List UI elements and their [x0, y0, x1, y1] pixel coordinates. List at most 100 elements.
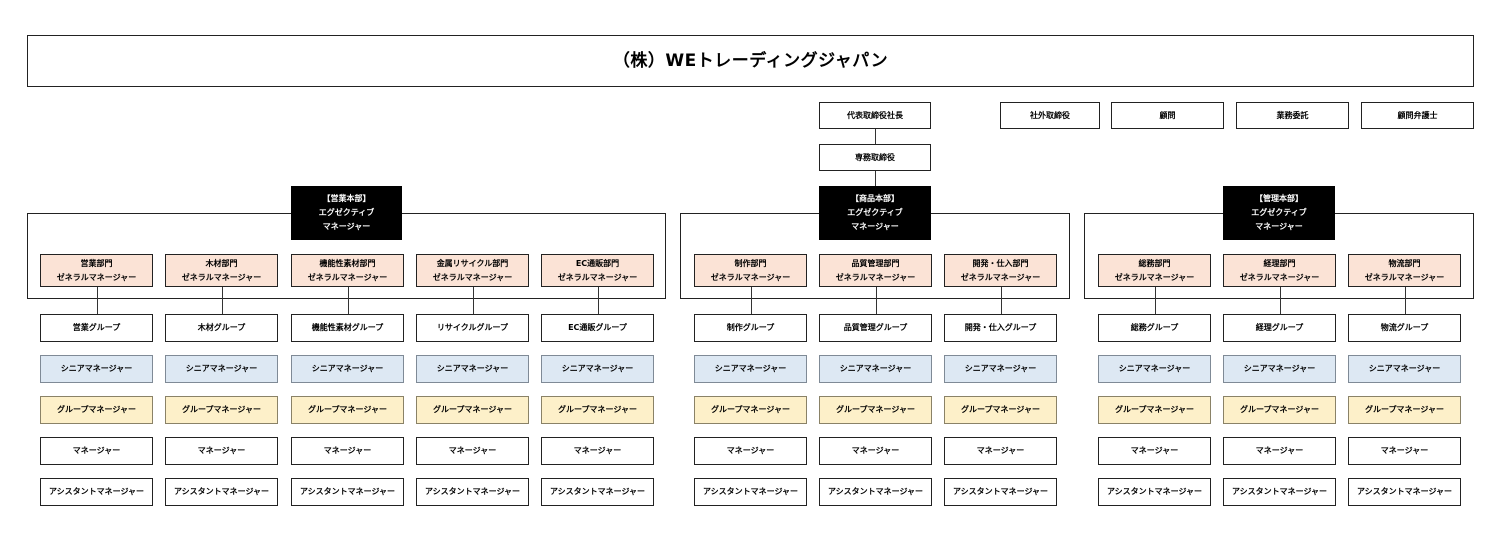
department-box: 金属リサイクル部門ゼネラルマネージャー [416, 254, 529, 287]
level-box-group-manager: グループマネージャー [291, 396, 404, 424]
department-gm: ゼネラルマネージャー [710, 272, 791, 282]
hq-role-line1: エグゼクティブ [1251, 208, 1307, 217]
hq-role-line1: エグゼクティブ [318, 208, 375, 217]
level-box-senior: シニアマネージャー [40, 355, 153, 383]
level-box-manager: マネージャー [541, 437, 654, 465]
level-box-manager: マネージャー [944, 437, 1057, 465]
department-box: 品質管理部門ゼネラルマネージャー [819, 254, 932, 287]
group-box: 木材グループ [165, 314, 278, 342]
level-box-assistant: アシスタントマネージャー [694, 478, 807, 506]
department-gm: ゼネラルマネージャー [1364, 272, 1445, 282]
connector-line [875, 171, 876, 186]
level-box-group-manager: グループマネージャー [541, 396, 654, 424]
level-box-manager: マネージャー [165, 437, 278, 465]
hq-role-line1: エグゼクティブ [847, 208, 903, 217]
level-box-assistant: アシスタントマネージャー [416, 478, 529, 506]
advisor-box-advisor: 顧問 [1111, 102, 1224, 129]
group-box: EC通販グループ [541, 314, 654, 342]
department-box: 営業部門ゼネラルマネージャー [40, 254, 153, 287]
department-gm: ゼネラルマネージャー [56, 272, 137, 282]
department-name: 機能性素材部門 [319, 258, 376, 268]
level-box-assistant: アシスタントマネージャー [291, 478, 404, 506]
level-box-assistant: アシスタントマネージャー [1098, 478, 1211, 506]
hq-name: 【管理本部】 [1255, 194, 1303, 203]
level-box-group-manager: グループマネージャー [165, 396, 278, 424]
ceo-box: 代表取締役社長 [819, 102, 931, 129]
department-box: 物流部門ゼネラルマネージャー [1348, 254, 1461, 287]
hq-name: 【商品本部】 [851, 194, 899, 203]
department-name: 品質管理部門 [851, 258, 900, 268]
level-box-group-manager: グループマネージャー [40, 396, 153, 424]
hq-role-line2: マネージャー [322, 222, 371, 231]
advisor-box-outside-director: 社外取締役 [1000, 102, 1100, 129]
level-box-group-manager: グループマネージャー [819, 396, 932, 424]
department-gm: ゼネラルマネージャー [960, 272, 1041, 282]
department-box: 機能性素材部門ゼネラルマネージャー [291, 254, 404, 287]
department-gm: ゼネラルマネージャー [1239, 272, 1320, 282]
group-box: 営業グループ [40, 314, 153, 342]
connector-line [1154, 287, 1156, 314]
level-box-assistant: アシスタントマネージャー [165, 478, 278, 506]
level-box-manager: マネージャー [291, 437, 404, 465]
connector-line [1279, 287, 1281, 314]
department-name: 制作部門 [734, 258, 767, 268]
level-box-manager: マネージャー [416, 437, 529, 465]
department-name: EC通販部門 [575, 258, 620, 268]
department-box: 総務部門ゼネラルマネージャー [1098, 254, 1211, 287]
department-gm: ゼネラルマネージャー [432, 272, 513, 282]
group-box: 制作グループ [694, 314, 807, 342]
level-box-manager: マネージャー [694, 437, 807, 465]
level-box-assistant: アシスタントマネージャー [40, 478, 153, 506]
level-box-senior: シニアマネージャー [694, 355, 807, 383]
level-box-senior: シニアマネージャー [1223, 355, 1336, 383]
connector-line [750, 287, 752, 314]
level-box-group-manager: グループマネージャー [1098, 396, 1211, 424]
department-name: 物流部門 [1388, 258, 1421, 268]
department-box: 開発・仕入部門ゼネラルマネージャー [944, 254, 1057, 287]
department-name: 開発・仕入部門 [972, 258, 1029, 268]
level-box-assistant: アシスタントマネージャー [1223, 478, 1336, 506]
hq-executive-box: 【管理本部】エグゼクティブマネージャー [1223, 186, 1335, 240]
department-name: 総務部門 [1138, 258, 1171, 268]
level-box-senior: シニアマネージャー [416, 355, 529, 383]
senior-md-box: 専務取締役 [819, 144, 931, 171]
group-box: 総務グループ [1098, 314, 1211, 342]
level-box-senior: シニアマネージャー [1098, 355, 1211, 383]
hq-name: 【営業本部】 [322, 194, 371, 203]
hq-role-line2: マネージャー [1255, 222, 1303, 231]
level-box-senior: シニアマネージャー [291, 355, 404, 383]
level-box-group-manager: グループマネージャー [416, 396, 529, 424]
department-name: 金属リサイクル部門 [436, 258, 509, 268]
level-box-manager: マネージャー [1348, 437, 1461, 465]
connector-line [1404, 287, 1406, 314]
department-gm: ゼネラルマネージャー [835, 272, 916, 282]
level-box-manager: マネージャー [819, 437, 932, 465]
level-box-group-manager: グループマネージャー [944, 396, 1057, 424]
company-title: （株）WEトレーディングジャパン [27, 35, 1474, 87]
level-box-senior: シニアマネージャー [819, 355, 932, 383]
level-box-assistant: アシスタントマネージャー [819, 478, 932, 506]
level-box-group-manager: グループマネージャー [694, 396, 807, 424]
hq-executive-box: 【商品本部】エグゼクティブマネージャー [819, 186, 931, 240]
level-box-assistant: アシスタントマネージャー [944, 478, 1057, 506]
department-box: 制作部門ゼネラルマネージャー [694, 254, 807, 287]
group-box: 機能性素材グループ [291, 314, 404, 342]
group-box: 開発・仕入グループ [944, 314, 1057, 342]
level-box-senior: シニアマネージャー [1348, 355, 1461, 383]
connector-line [96, 287, 98, 314]
department-gm: ゼネラルマネージャー [307, 272, 388, 282]
connector-line [875, 287, 877, 314]
level-box-manager: マネージャー [1098, 437, 1211, 465]
group-box: 品質管理グループ [819, 314, 932, 342]
connector-line [221, 287, 223, 314]
connector-line [875, 129, 876, 144]
connector-line [1000, 287, 1002, 314]
department-box: 木材部門ゼネラルマネージャー [165, 254, 278, 287]
advisor-box-legal-counsel: 顧問弁護士 [1361, 102, 1474, 129]
level-box-senior: シニアマネージャー [541, 355, 654, 383]
connector-line [597, 287, 599, 314]
connector-line [347, 287, 349, 314]
department-gm: ゼネラルマネージャー [1114, 272, 1195, 282]
level-box-senior: シニアマネージャー [165, 355, 278, 383]
department-name: 木材部門 [205, 258, 238, 268]
